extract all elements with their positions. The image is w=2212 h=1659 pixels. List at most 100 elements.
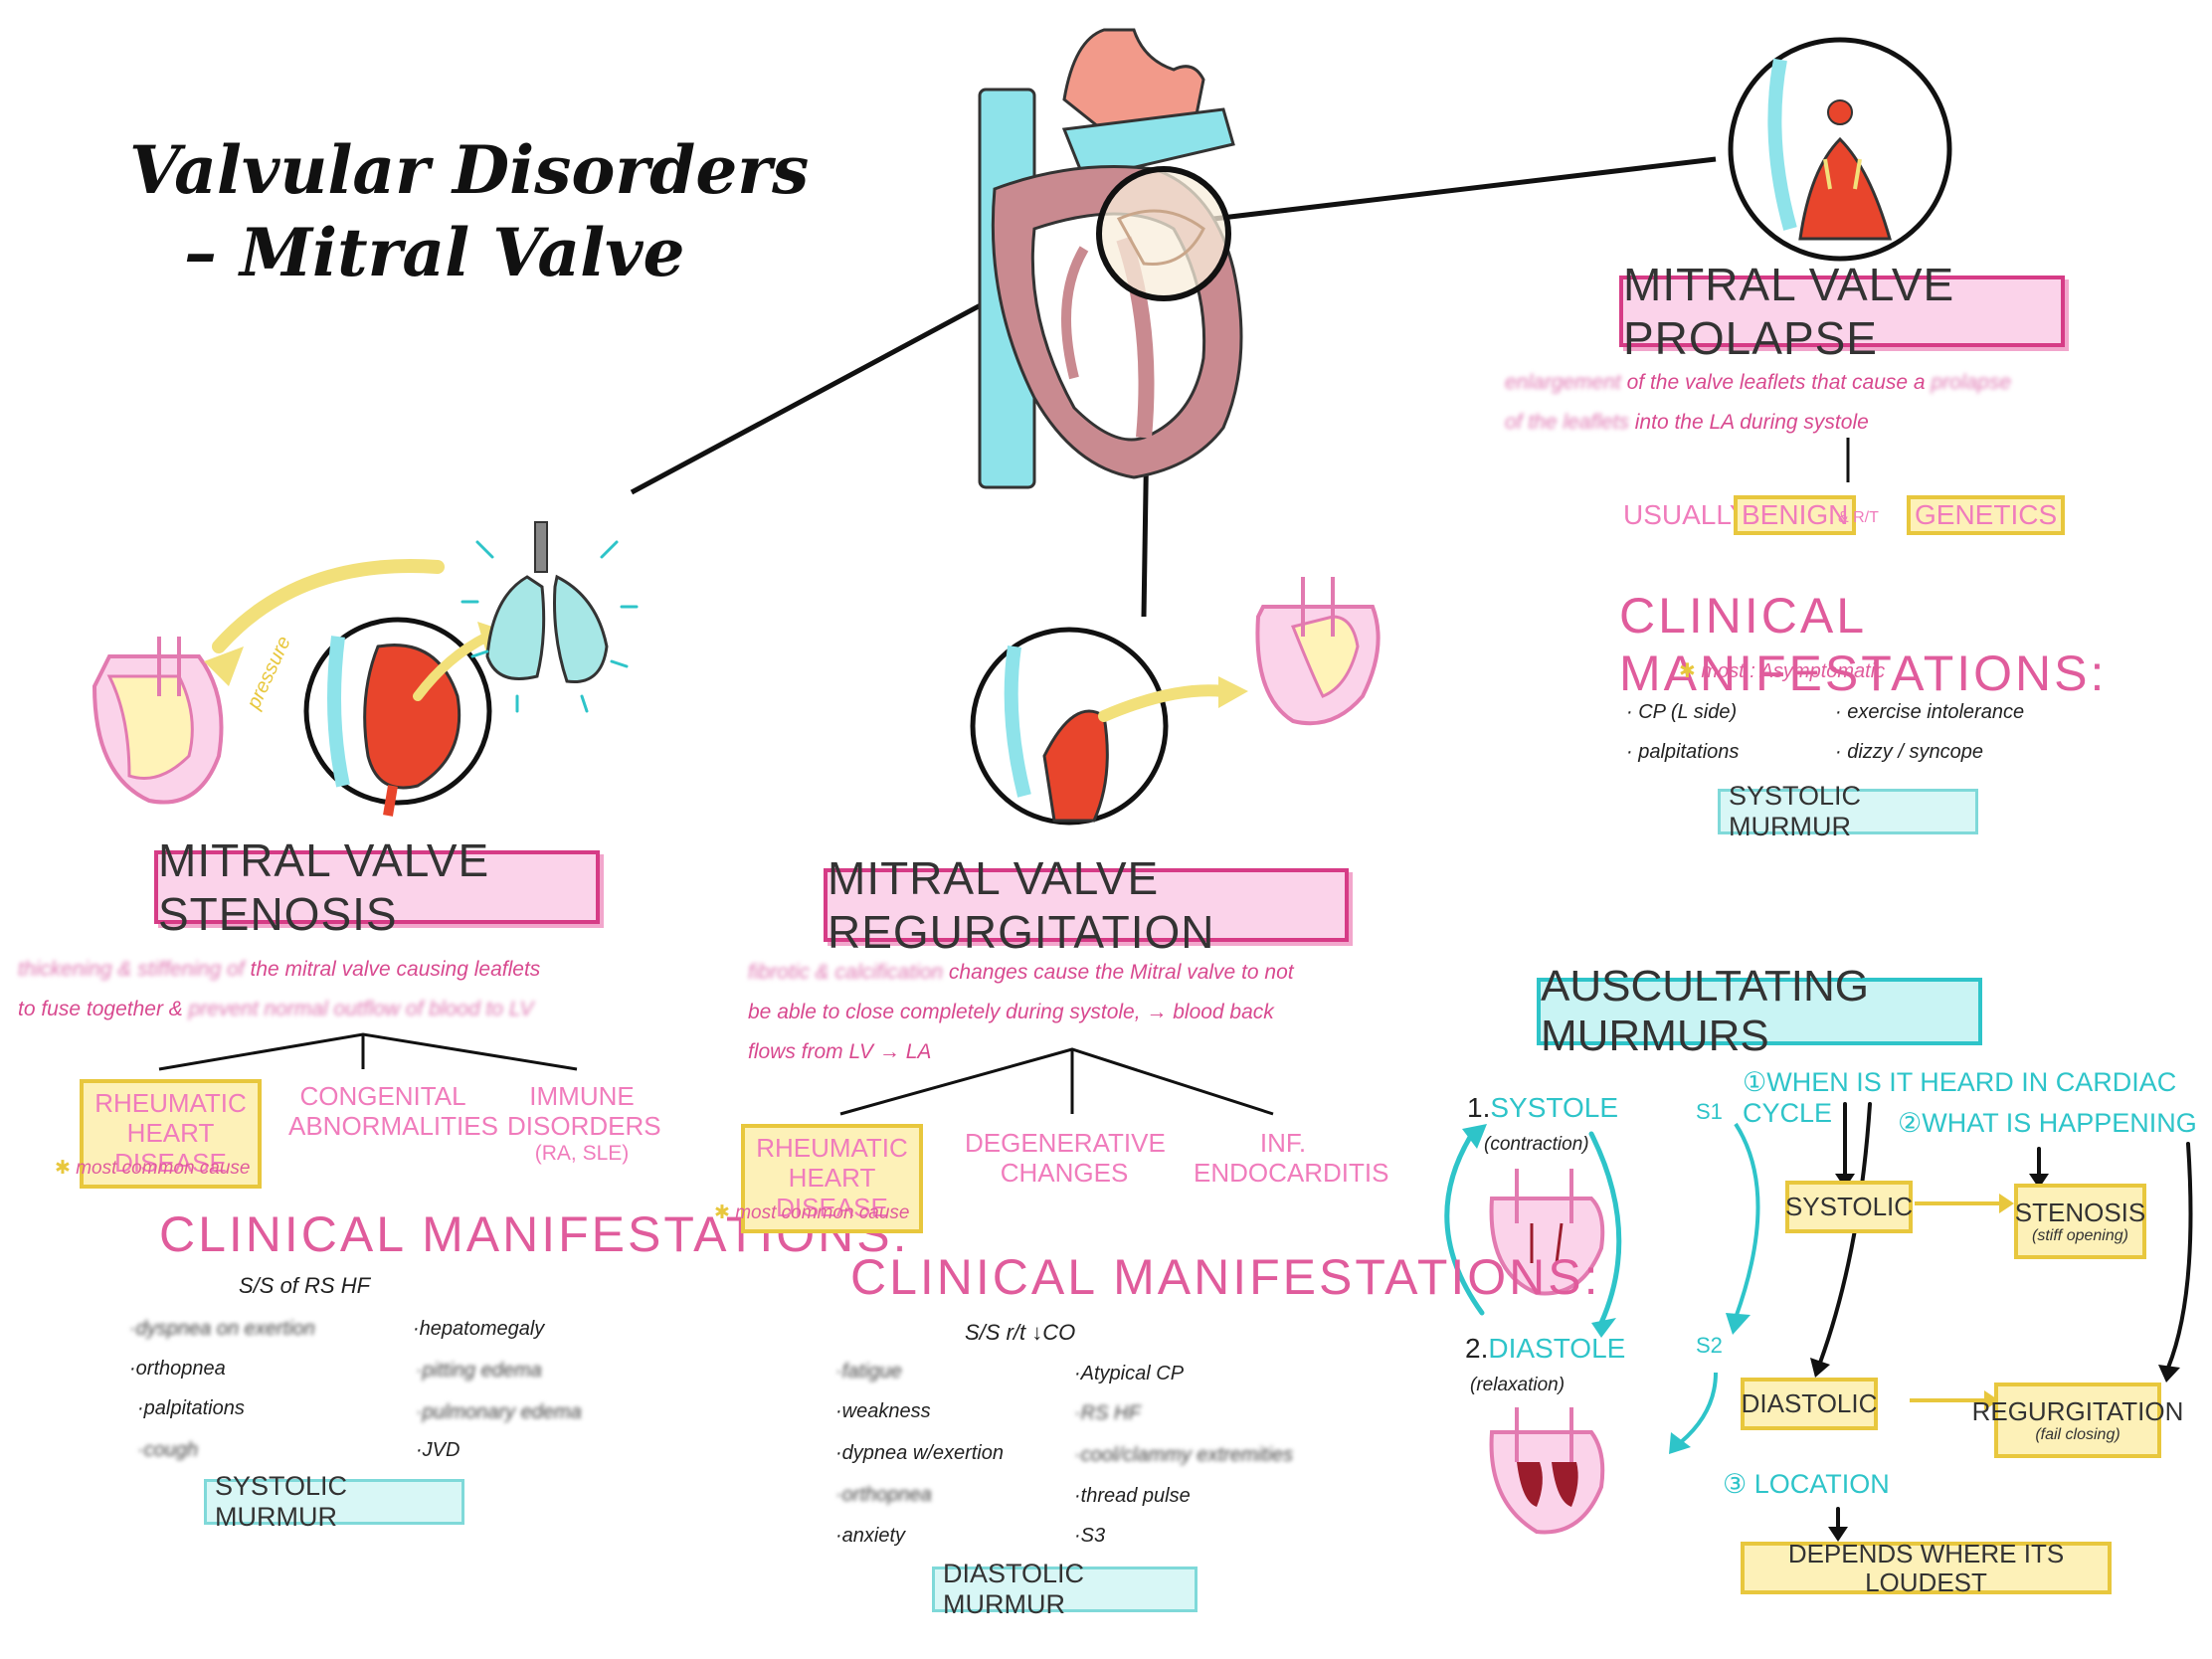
regurgitation-desc-line-1: changes cause the Mitral valve to not <box>948 961 1294 984</box>
auscultating-heading: AUSCULTATING MURMURS <box>1537 962 1982 1060</box>
lungs-icon <box>461 521 639 713</box>
regurgitation-most-common-note: ✱ most common cause <box>714 1201 910 1224</box>
cause-line: INF. <box>1259 1128 1307 1158</box>
regurgitation-desc-blur: fibrotic & calcification <box>748 961 944 984</box>
question-3: ③ LOCATION <box>1723 1469 1890 1499</box>
regurgitation-box: REGURGITATION (fail closing) <box>1972 1382 2183 1458</box>
stenosis-cause-congenital: CONGENITAL ABNORMALITIES <box>288 1081 498 1142</box>
regurgitation-item: ·orthopnea <box>835 1484 932 1506</box>
prolapse-usually: USUALLY <box>1623 499 1749 530</box>
prolapse-desc-blur-1: enlargement <box>1505 371 1621 394</box>
stenosis-item: ·pitting edema <box>416 1360 542 1382</box>
stenosis-description: thickening & stiffening of the mitral va… <box>18 950 734 1029</box>
regurgitation-item: ·cool/clammy extremities <box>1074 1444 1294 1466</box>
diastole-number: 2. <box>1465 1333 1489 1364</box>
stenosis-desc-line-1: the mitral valve causing leaflets <box>250 958 541 981</box>
star-icon: ✱ <box>714 1202 730 1223</box>
stenosis-item: ·orthopnea <box>129 1358 226 1380</box>
box-sub: (fail closing) <box>2035 1425 2120 1443</box>
diastolic-box: DIASTOLIC <box>1741 1378 1878 1430</box>
regurgitation-cm-heading: CLINICAL MANIFESTATIONS: <box>850 1249 1601 1305</box>
title-line-1: Valvular Disorders <box>129 131 810 209</box>
stenosis-item: ·dyspnea on exertion <box>129 1318 315 1340</box>
stenosis-desc-blur-1: thickening & stiffening of <box>18 958 245 981</box>
star-icon: ✱ <box>55 1158 71 1179</box>
stenosis-heart-icon <box>92 559 445 805</box>
magnifier-circle-icon <box>1096 166 1231 301</box>
connector-to-prolapse <box>1212 156 1717 222</box>
regurgitation-cause-endocarditis: INF. ENDOCARDITIS <box>1194 1128 1388 1189</box>
cause-line: DEGENERATIVE <box>965 1128 1166 1158</box>
cause-line: DISORDERS <box>507 1110 661 1141</box>
stenosis-heading: MITRAL VALVE STENOSIS <box>154 834 600 940</box>
stenosis-item: ·cough <box>137 1439 199 1461</box>
prolapse-desc-blur-3: of the leaflets <box>1505 410 1629 434</box>
stenosis-box: STENOSIS (stiff opening) <box>2014 1184 2146 1259</box>
regurgitation-item: ·S3 <box>1074 1525 1106 1547</box>
regurgitation-desc-line-3: flows from LV → LA <box>748 1039 932 1063</box>
prolapse-item: · palpitations <box>1626 741 1740 763</box>
s2-label: S2 <box>1696 1333 1723 1358</box>
s1-label: S1 <box>1696 1099 1723 1124</box>
regurgitation-item: ·weakness <box>835 1400 931 1422</box>
cause-line: RHEUMATIC <box>94 1088 247 1118</box>
cause-line: CONGENITAL <box>299 1081 466 1111</box>
stenosis-cause-immune: IMMUNE DISORDERS (RA, SLE) <box>507 1081 661 1166</box>
cause-line: IMMUNE <box>529 1081 635 1111</box>
title-line-2: – Mitral Valve <box>184 213 685 291</box>
prolapse-desc-blur-2: prolapse <box>1931 371 2012 394</box>
regurgitation-item: ·RS HF <box>1074 1402 1141 1424</box>
regurgitation-desc-line-2: be able to close completely during systo… <box>748 1000 1274 1023</box>
cause-line: CHANGES <box>1000 1157 1129 1188</box>
stenosis-most-common-note: ✱ most common cause <box>55 1157 251 1180</box>
stenosis-item: ·hepatomegaly <box>413 1318 545 1340</box>
systole-sub: (contraction) <box>1484 1134 1589 1155</box>
stenosis-desc-line-2: to fuse together & <box>18 997 183 1020</box>
systole-label: 1.SYSTOLE <box>1467 1092 1618 1124</box>
prolapse-cm-heading: CLINICAL MANIFESTATIONS: <box>1619 588 2108 701</box>
prolapse-desc-line-1: of the valve leaflets that cause a <box>1626 371 1926 394</box>
stenosis-item: ·palpitations <box>137 1397 245 1419</box>
stenosis-cause-rheumatic: RHEUMATIC HEART DISEASE <box>80 1079 262 1189</box>
regurgitation-item: ·fatigue <box>835 1361 902 1382</box>
regurgitation-cause-rheumatic: RHEUMATIC HEART DISEASE <box>741 1124 923 1233</box>
regurgitation-murmur-badge: DIASTOLIC MURMUR <box>932 1559 1198 1619</box>
prolapse-item: · dizzy / syncope <box>1835 741 1983 763</box>
regurgitation-heading: MITRAL VALVE REGURGITATION <box>824 852 1349 958</box>
regurgitation-item: ·dypnea w/exertion <box>835 1442 1004 1464</box>
diastole-sub: (relaxation) <box>1470 1375 1566 1395</box>
star-icon: ✱ <box>1679 660 1696 682</box>
prolapse-most-note: ✱ most : Asymptomatic <box>1679 658 1885 683</box>
cause-line: ABNORMALITIES <box>288 1110 498 1141</box>
box-title: STENOSIS <box>2014 1197 2146 1227</box>
stenosis-desc-blur-2: prevent normal outflow of blood to LV <box>188 997 534 1020</box>
prolapse-item: · CP (L side) <box>1626 701 1738 723</box>
regurgitation-heart-icon <box>1255 577 1381 726</box>
diastole-heart-icon <box>1489 1407 1605 1535</box>
stenosis-item: ·pulmonary edema <box>416 1401 582 1423</box>
box-title: REGURGITATION <box>1971 1395 2184 1426</box>
prolapse-benign-badge: BENIGN <box>1734 495 1857 535</box>
cause-line: HEART DISEASE <box>114 1117 227 1178</box>
systole-number: 1. <box>1467 1092 1491 1123</box>
cause-line: HEART DISEASE <box>776 1162 888 1222</box>
note-text: most common cause <box>76 1158 251 1179</box>
regurgitation-item: ·anxiety <box>835 1525 906 1547</box>
diastole-label: 2.DIASTOLE <box>1465 1333 1625 1365</box>
prolapse-item: · exercise intolerance <box>1835 701 2025 723</box>
cycle-arrows-icon <box>1444 1131 1622 1326</box>
regurgitation-cm-sub: S/S r/t ↓CO <box>965 1320 1076 1345</box>
systolic-box: SYSTOLIC <box>1785 1181 1913 1233</box>
systole-text: SYSTOLE <box>1490 1092 1619 1123</box>
note-text: most common cause <box>735 1202 910 1223</box>
question-2: ②WHAT IS HAPPENING <box>1898 1108 2197 1138</box>
regurgitation-cause-degenerative: DEGENERATIVE CHANGES <box>965 1128 1166 1189</box>
prolapse-description: enlargement of the valve leaflets that c… <box>1505 363 2201 443</box>
central-heart-icon <box>978 28 1243 489</box>
cause-line: RHEUMATIC <box>756 1133 908 1163</box>
page-title: Valvular Disorders – Mitral Valve <box>129 129 809 293</box>
box-sub: (stiff opening) <box>2032 1226 2128 1244</box>
regurgitation-item: ·Atypical CP <box>1074 1363 1185 1384</box>
stenosis-item: ·JVD <box>416 1439 461 1461</box>
prolapse-murmur-badge: SYSTOLIC MURMUR <box>1718 781 1978 841</box>
